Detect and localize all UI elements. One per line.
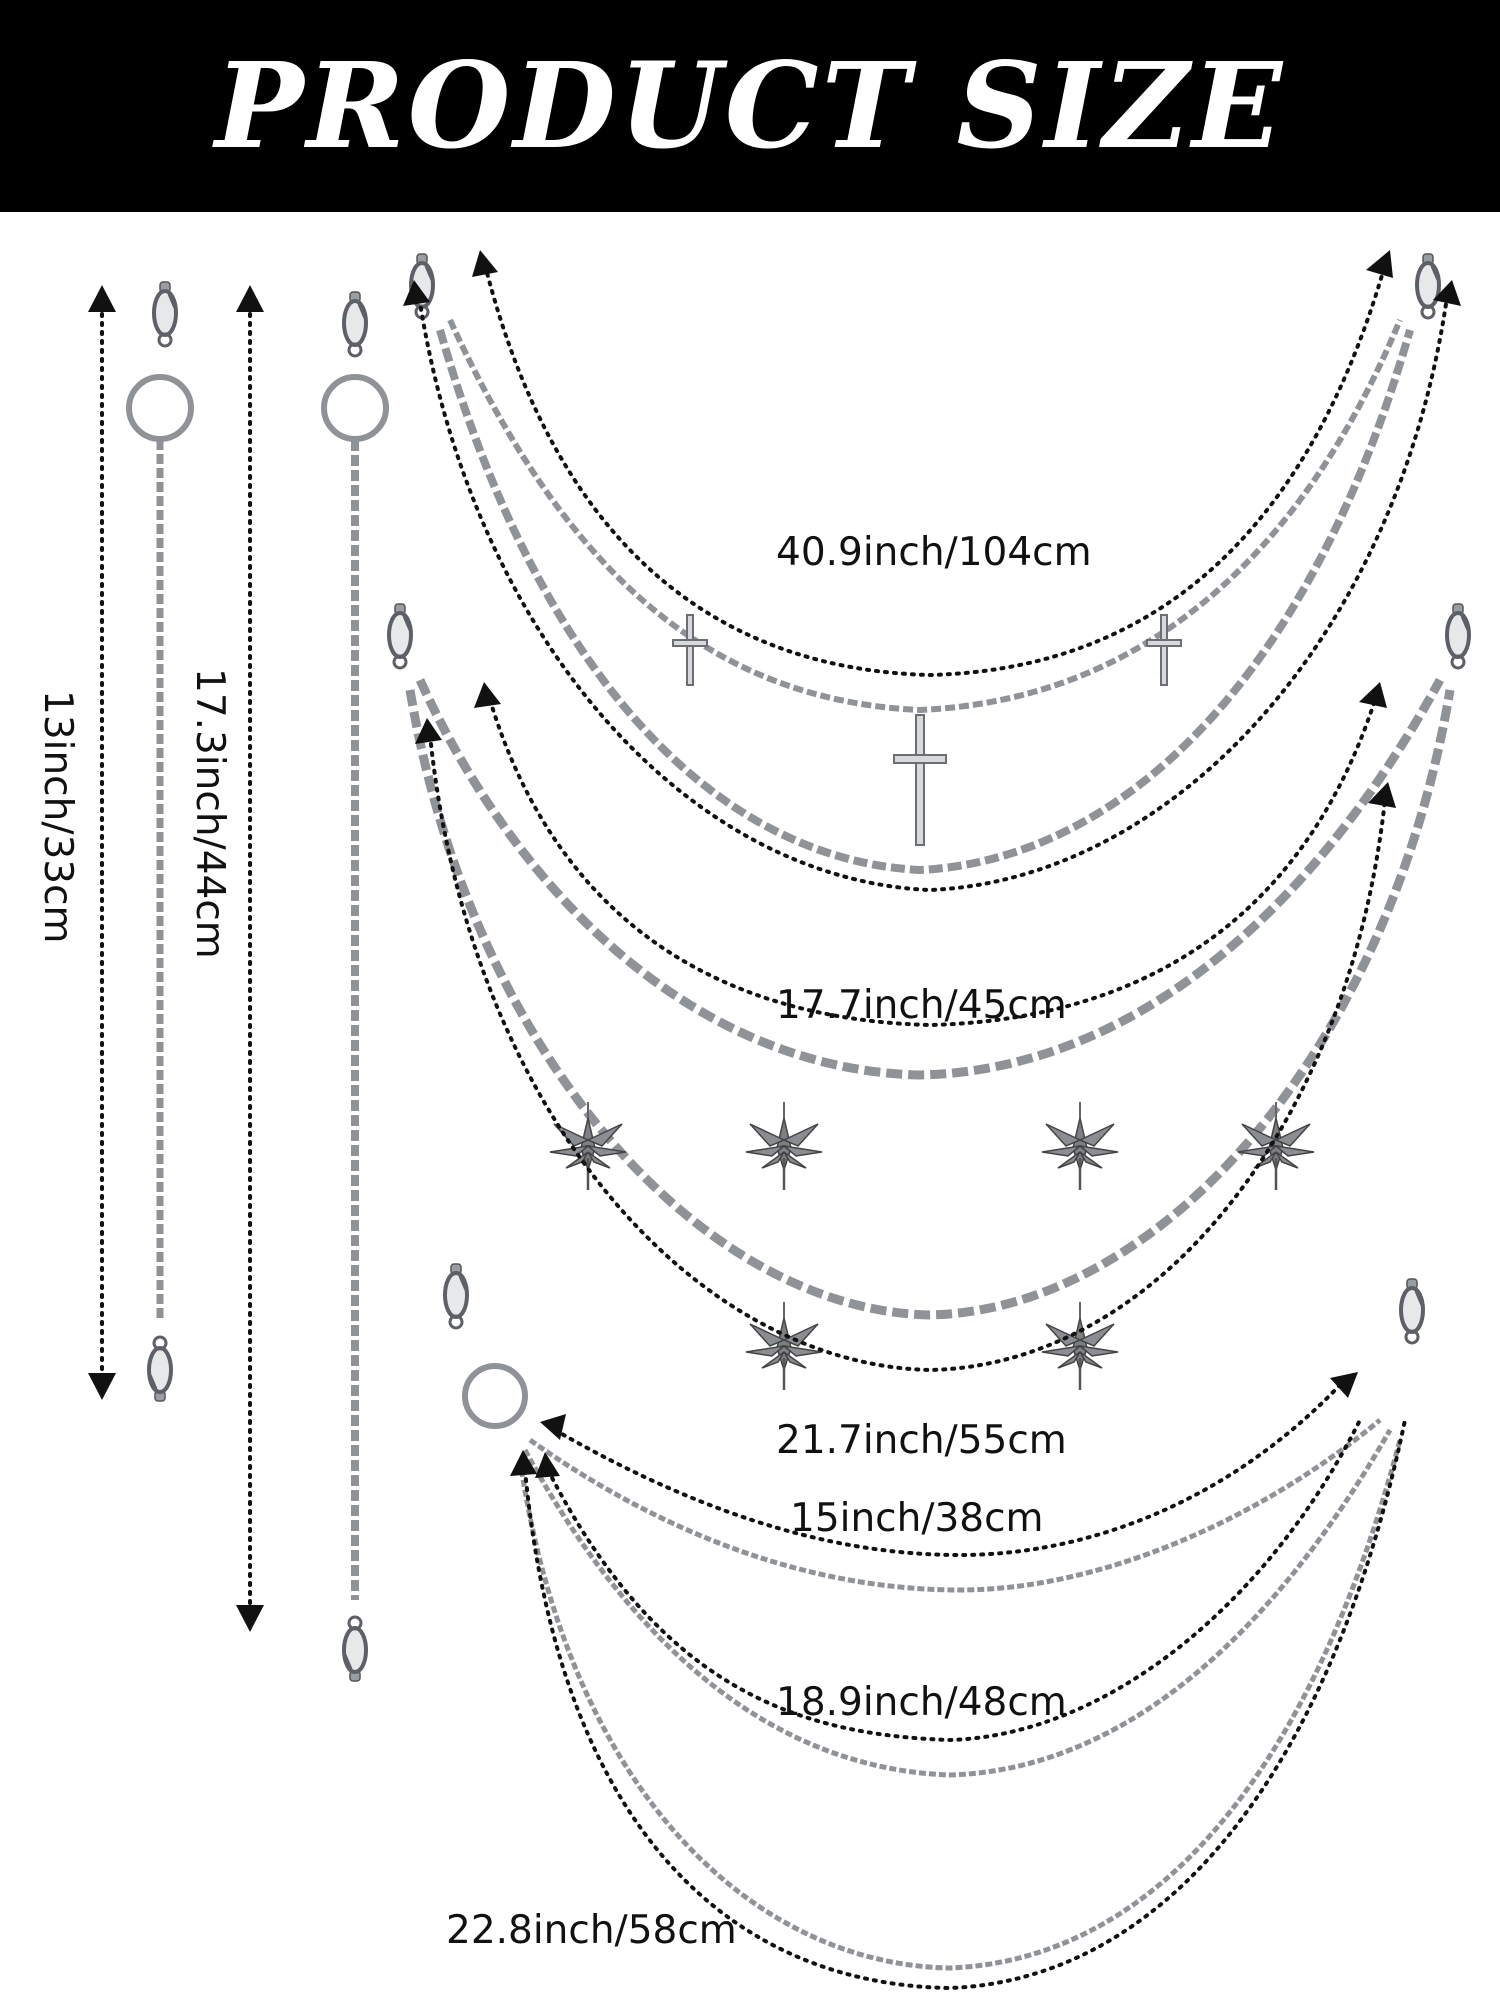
arrowhead-icon	[236, 1605, 264, 1632]
measure-label-keychain-long: 17.3inch/44cm	[187, 668, 232, 959]
arrowhead-icon	[403, 280, 430, 306]
measure-label-cross-chain: 40.9inch/104cm	[776, 530, 1092, 575]
cross-charm-icon	[672, 614, 1182, 846]
arrowhead-icon	[1330, 1372, 1358, 1398]
lobster-clasp-icon	[387, 602, 413, 670]
lobster-clasp-icon	[1399, 1277, 1425, 1345]
arrowhead-icon	[1359, 682, 1387, 708]
measure-label-keychain-short: 13inch/33cm	[35, 690, 80, 944]
measure-label-leaf-inner: 17.7inch/45cm	[776, 983, 1067, 1028]
arrowhead-icon	[88, 1373, 116, 1400]
measure-arrow-cross	[403, 250, 1461, 893]
measure-label-triple-middle: 18.9inch/48cm	[776, 1680, 1067, 1725]
cross-chain	[409, 252, 1441, 875]
arrowhead-icon	[474, 682, 501, 708]
lobster-clasp-icon	[342, 1615, 368, 1683]
measure-label-leaf-outer: 21.7inch/55cm	[776, 1418, 1067, 1463]
arrowhead-icon	[1366, 250, 1393, 278]
arrowhead-icon	[510, 1450, 537, 1476]
leaf-chain	[387, 602, 1471, 1392]
lobster-clasp-icon	[1445, 602, 1471, 670]
arrowhead-icon	[236, 285, 264, 312]
arrowhead-icon	[1368, 782, 1396, 808]
arrowhead-icon	[1433, 280, 1461, 306]
leaf-charm-icon	[1040, 1100, 1120, 1192]
measure-arrow-triple	[510, 1372, 1407, 1991]
o-ring-icon	[321, 374, 389, 442]
leaf-charm-icon	[744, 1100, 824, 1192]
page-title: PRODUCT SIZE	[214, 36, 1286, 175]
o-ring-icon	[126, 374, 194, 442]
lobster-clasp-icon	[147, 1335, 173, 1403]
measure-arrow-long	[236, 285, 264, 1632]
measure-arrow-short	[88, 285, 116, 1400]
measure-arrow-leaf	[415, 682, 1396, 1373]
lobster-clasp-icon	[1415, 252, 1441, 320]
arrowhead-icon	[535, 1452, 560, 1478]
lobster-clasp-icon	[342, 290, 368, 358]
keychain-short	[126, 280, 194, 1403]
measure-label-triple-outer: 22.8inch/58cm	[446, 1908, 737, 1953]
lobster-clasp-icon	[152, 280, 178, 348]
arrowhead-icon	[472, 250, 498, 277]
leaf-charm-icon	[548, 1100, 628, 1192]
triple-chain	[443, 1262, 1425, 1971]
o-ring-icon	[462, 1363, 528, 1429]
header-banner	[0, 0, 1500, 212]
lobster-clasp-icon	[443, 1262, 469, 1330]
keychain-long	[321, 290, 389, 1683]
measure-label-triple-inner: 15inch/38cm	[790, 1496, 1044, 1541]
arrowhead-icon	[415, 718, 442, 744]
arrowhead-icon	[88, 285, 116, 312]
arrowhead-icon	[540, 1414, 566, 1440]
